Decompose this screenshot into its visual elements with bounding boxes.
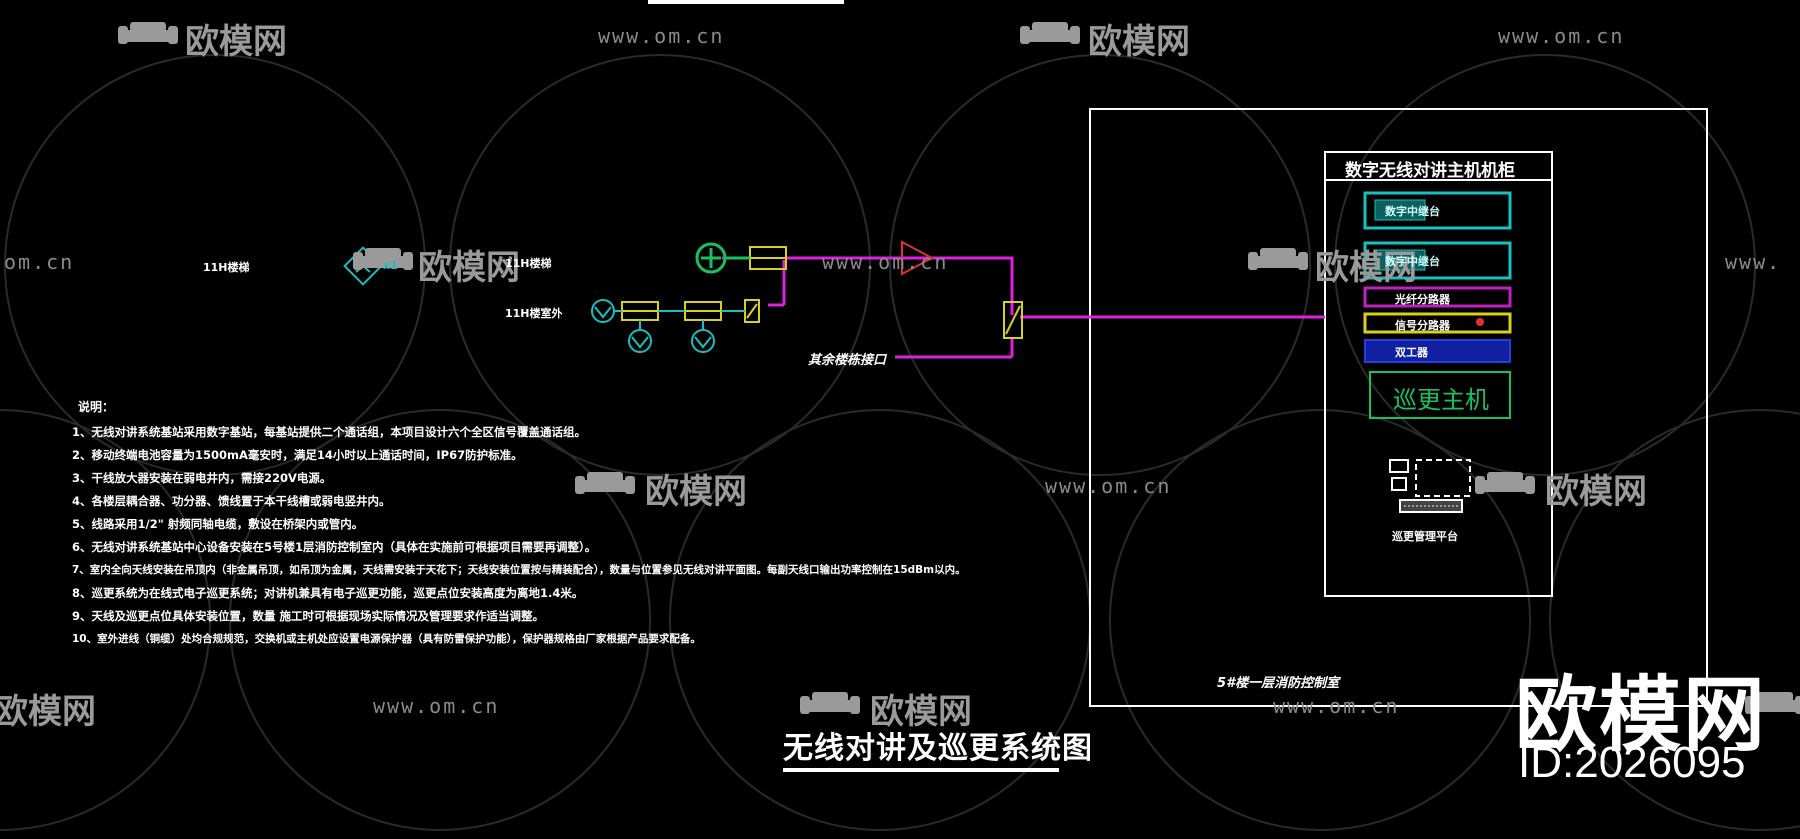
note-item: 5、线路采用1/2" 射频同轴电缆，敷设在桥架内或管内。 — [72, 517, 364, 531]
device-label-repeater-2: 数字中继台 — [1385, 255, 1440, 268]
drawing-title-underline — [783, 768, 1059, 772]
watermark-logo: 欧模网 — [645, 472, 747, 512]
device-repeater-1 — [1363, 191, 1512, 230]
watermark-url: www.om.cn — [373, 694, 500, 718]
patrol-host-box — [1369, 371, 1511, 419]
device-label-duplexer: 双工器 — [1395, 346, 1428, 359]
device-label-fiber-splitter: 光纤分路器 — [1395, 293, 1450, 306]
green-antenna — [695, 242, 750, 274]
watermark-url: www.om.cn — [1273, 694, 1400, 718]
watermark-logo: 欧模网 — [418, 248, 520, 288]
device-duplexer — [1364, 339, 1511, 363]
multiplier-label: x1 — [383, 259, 398, 272]
watermark-circles — [0, 54, 1800, 831]
watermark-logo: 欧模网 — [870, 692, 972, 732]
note-item: 2、移动终端电池容量为1500mA毫安时，满足14小时以上通话时间，IP67防护… — [72, 448, 523, 462]
watermark-logo: 欧模网 — [1088, 22, 1190, 62]
device-signal-splitter-indicator — [1476, 318, 1484, 326]
watermark-url: www.om.cn — [822, 250, 949, 274]
watermark-url-partial: www. — [1725, 250, 1782, 274]
patrol-platform-label: 巡更管理平台 — [1392, 530, 1458, 543]
cabinet-title: 数字无线对讲主机机柜 — [1345, 161, 1515, 181]
patrol-host-label: 巡更主机 — [1393, 386, 1489, 414]
floor11-label-mid: 11H楼梯 — [505, 257, 552, 270]
magenta-lines — [722, 256, 1325, 359]
floor11-label-top: 11H楼梯 — [203, 261, 250, 274]
note-item: 8、巡更系统为在线式电子巡更系统；对讲机兼具有电子巡更功能，巡更点位安装高度为离… — [72, 586, 584, 600]
device-repeater-2-inner — [1374, 249, 1426, 271]
note-item: 6、无线对讲系统基站中心设备安装在5号楼1层消防控制室内（具体在实施前可根据项目… — [72, 540, 597, 554]
watermark-url-partial: om.cn — [4, 250, 75, 274]
watermark-logo: 欧模网 — [1545, 472, 1647, 512]
interface-label: 其余楼栋接口 — [808, 353, 887, 368]
note-item: 4、各楼层耦合器、功分器、馈线置于本干线槽或弱电竖井内。 — [72, 494, 391, 508]
watermark-logo-partial: 欧模网 — [0, 692, 96, 732]
device-signal-splitter — [1363, 312, 1512, 334]
note-item: 9、天线及巡更点位具体安装位置，数量 施工时可根据现场实际情况及管理要求作适当调… — [72, 609, 545, 623]
brand-id: ID:2026095 — [1518, 738, 1746, 787]
notes-title: 说明： — [78, 400, 115, 414]
note-item: 10、室外进线（铜缆）处均合规规范，交换机或主机处应设置电源保护器（具有防雷保护… — [72, 633, 701, 645]
control-room-label: 5#楼一层消防控制室 — [1217, 676, 1340, 691]
device-label-signal-splitter: 信号分路器 — [1395, 319, 1450, 332]
device-fiber-splitter — [1363, 286, 1512, 308]
note-item: 3、干线放大器安装在弱电井内，需接220V电源。 — [72, 471, 332, 485]
drawing-title: 无线对讲及巡更系统图 — [783, 731, 1093, 766]
amplifier-triangle — [901, 240, 935, 276]
floor11-room-label: 11H楼室外 — [505, 307, 563, 320]
top-bar-fragment — [648, 0, 844, 4]
control-room-frame — [1089, 108, 1708, 707]
watermark-url: www.om.cn — [598, 24, 725, 48]
watermark-logo: 欧模网 — [185, 22, 287, 62]
patrol-platform-symbol — [1389, 459, 1471, 513]
watermark-logo: 欧模网 — [1315, 248, 1417, 288]
note-item: 7、室内全向天线安装在吊顶内（非金属吊顶，如吊顶为金属，天线需安装于天花下；天线… — [72, 564, 966, 576]
watermark-url: www.om.cn — [1498, 24, 1625, 48]
device-repeater-2 — [1363, 241, 1512, 280]
device-label-repeater-1: 数字中继台 — [1385, 205, 1440, 218]
watermark-url: www.om.cn — [1045, 474, 1172, 498]
note-item: 1、无线对讲系统基站采用数字基站，每基站提供二个通话组，本项目设计六个全区信号覆… — [72, 425, 586, 439]
cabinet-frame — [1324, 151, 1553, 597]
brand-logo-text: 欧模网 — [1515, 668, 1768, 763]
device-repeater-1-inner — [1374, 199, 1426, 221]
